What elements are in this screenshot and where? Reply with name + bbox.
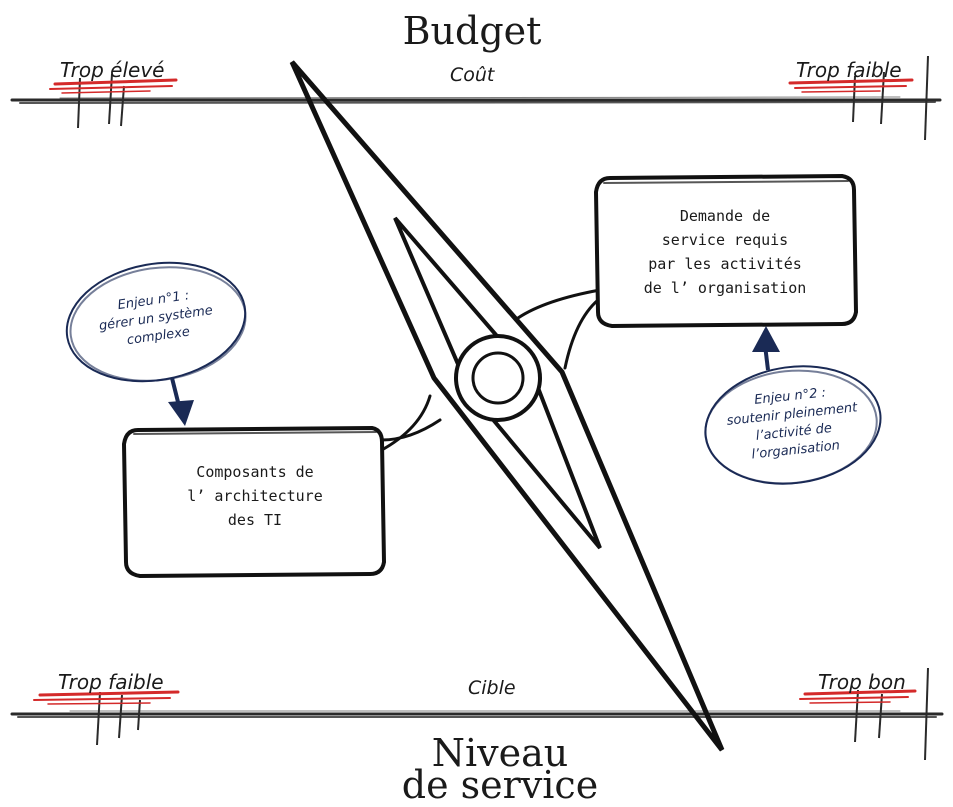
bottom-red-marks (33, 689, 917, 705)
bottom-axis-line (10, 710, 944, 718)
right-box-text: Demande de service requis par les activi… (600, 204, 850, 300)
top-axis-left-label: Trop élevé (60, 58, 165, 82)
top-red-marks (49, 78, 914, 94)
service-level-title-line2: de service (401, 763, 599, 807)
connectors (376, 288, 602, 454)
right-box-outline (593, 173, 859, 329)
bottom-axis-right-label: Trop bon (818, 670, 906, 694)
bottom-axis-center-label: Cible (468, 677, 516, 699)
top-axis-line (10, 96, 942, 104)
right-box-line: service requis (661, 231, 789, 249)
top-axis-center-label: Coût (450, 64, 495, 86)
right-box-line: par les activités (648, 255, 802, 273)
left-box-text: Composants de l’ architecture des TI (130, 460, 380, 532)
left-box-line: des TI (227, 511, 283, 529)
bottom-left-ticks (96, 691, 141, 746)
left-bubble-outline (65, 261, 247, 383)
compass-center (454, 334, 542, 422)
left-box-line: l’ architecture (187, 487, 323, 505)
top-axis-right-label: Trop faible (796, 58, 902, 82)
compass-needle (289, 60, 725, 752)
bottom-axis-left-label: Trop faible (58, 670, 164, 694)
left-box-outline (121, 425, 387, 579)
right-bubble-arrow (752, 326, 780, 371)
right-box-line: Demande de (679, 207, 771, 225)
right-bubble-outline (704, 365, 882, 485)
service-level-title-line1: Niveau (431, 731, 569, 775)
left-box-line: Composants de (196, 463, 314, 481)
budget-title: Budget (402, 9, 542, 53)
right-box-line: de l’ organisation (643, 279, 807, 297)
left-bubble-arrow (168, 377, 194, 426)
